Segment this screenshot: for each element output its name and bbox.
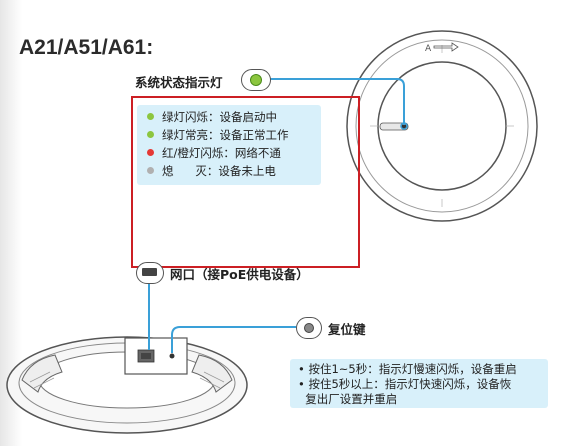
status-indicator-label: 系统状态指示灯 <box>135 75 223 90</box>
legend-text: 绿灯闪烁：设备启动中 <box>162 110 277 124</box>
legend-row: 红/橙灯闪烁：网络不通 <box>147 144 281 162</box>
status-legend-box: 绿灯闪烁：设备启动中 绿灯常亮：设备正常工作 红/橙灯闪烁：网络不通 熄 灭：设… <box>137 105 321 185</box>
reset-callout-line <box>171 326 296 353</box>
legend-text: 熄 灭：设备未上电 <box>162 164 276 178</box>
legend-text: 绿灯常亮：设备正常工作 <box>162 128 289 142</box>
reset-button-label: 复位键 <box>328 322 366 337</box>
legend-row: 绿灯常亮：设备正常工作 <box>147 126 289 144</box>
ethernet-port-icon <box>136 262 164 284</box>
reset-note: 复出厂设置并重启 <box>298 392 398 406</box>
ap-bottom-view <box>6 336 248 434</box>
ap-top-view: A <box>346 30 538 222</box>
rj45-icon <box>142 268 157 276</box>
gray-dot-icon <box>147 167 154 174</box>
legend-row: 绿灯闪烁：设备启动中 <box>147 108 277 126</box>
red-dot-icon <box>147 149 154 156</box>
page-edge-shadow <box>0 0 22 446</box>
reset-note: • 按住5秒以上：指示灯快速闪烁，设备恢 <box>298 377 512 391</box>
reset-hole-icon <box>304 323 314 333</box>
green-dot-icon <box>147 113 154 120</box>
model-title: A21/A51/A61: <box>19 36 154 59</box>
legend-row: 熄 灭：设备未上电 <box>147 162 276 180</box>
reset-notes-box: • 按住1~5秒：指示灯慢速闪烁，设备重启 • 按住5秒以上：指示灯快速闪烁，设… <box>290 359 548 408</box>
green-dot-icon <box>147 131 154 138</box>
svg-text:A: A <box>425 44 432 54</box>
reset-note: • 按住1~5秒：指示灯慢速闪烁，设备重启 <box>298 362 517 376</box>
reset-button-icon <box>296 317 322 339</box>
green-led-dot <box>250 74 262 86</box>
legend-text: 红/橙灯闪烁：网络不通 <box>162 146 281 160</box>
highlight-frame <box>131 96 360 268</box>
lan-port-label: 网口（接PoE供电设备） <box>170 267 309 282</box>
status-led-icon <box>241 69 271 91</box>
status-callout-line <box>270 78 408 130</box>
